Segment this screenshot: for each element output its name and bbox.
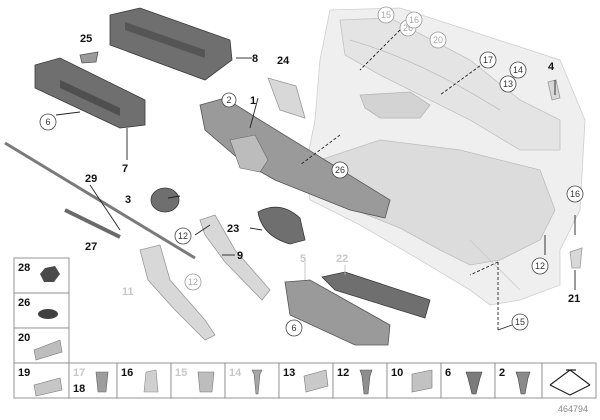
box-label-17: 17 <box>73 367 85 379</box>
callout-11: 11 <box>122 286 134 298</box>
svg-text:6: 6 <box>45 117 50 127</box>
clip-icon <box>33 339 63 361</box>
side-column-boxes: 28 26 20 19 <box>13 257 70 399</box>
callout-circle-17: 17 <box>479 51 497 69</box>
part-4-clip <box>547 79 561 101</box>
svg-text:26: 26 <box>403 23 413 33</box>
callout-5: 5 <box>300 253 306 265</box>
callout-23: 23 <box>227 223 239 235</box>
callout-9: 9 <box>237 250 243 262</box>
hex-screw-icon <box>515 371 531 395</box>
part-8-grille <box>109 7 233 81</box>
part-9-bracket <box>199 214 271 301</box>
box-label-14: 14 <box>229 367 242 379</box>
diagram-number: 464794 <box>558 404 588 414</box>
callout-circle-14: 14 <box>509 61 527 79</box>
part-1-trim-strip <box>199 97 391 219</box>
svg-text:15: 15 <box>381 10 391 20</box>
box-label-28: 28 <box>18 262 30 274</box>
box-label-18: 18 <box>73 383 85 395</box>
svg-text:2: 2 <box>226 95 231 105</box>
svg-text:26: 26 <box>335 165 345 175</box>
box-label-13: 13 <box>283 367 295 379</box>
box-label-19: 19 <box>18 367 30 379</box>
callout-circle-15a: 15 <box>377 6 395 24</box>
callout-circle-2: 2 <box>221 92 237 108</box>
svg-text:16: 16 <box>570 189 580 199</box>
callout-circle-16a: 16 <box>405 11 423 29</box>
box-label-12: 12 <box>337 367 349 379</box>
callout-24: 24 <box>277 55 290 67</box>
svg-text:17: 17 <box>483 55 493 65</box>
svg-text:15: 15 <box>515 317 525 327</box>
callout-3: 3 <box>125 194 131 206</box>
callout-29: 29 <box>85 173 97 185</box>
callout-8: 8 <box>252 53 258 65</box>
svg-text:12: 12 <box>535 261 545 271</box>
bottom-row-boxes: 17 18 16 15 14 13 12 10 6 2 <box>68 362 597 399</box>
callout-circle-12c: 12 <box>531 257 549 275</box>
callouts: 8 25 24 7 1 3 29 27 23 9 4 21 5 22 11 15… <box>39 6 584 337</box>
callout-25: 25 <box>80 33 92 45</box>
svg-text:12: 12 <box>178 231 188 241</box>
part-3-cover <box>150 187 180 213</box>
callout-circle-13: 13 <box>499 75 517 93</box>
callout-27: 27 <box>85 241 97 253</box>
part-11-handle <box>139 244 216 341</box>
leader-lines <box>55 29 576 331</box>
expansion-clip-icon <box>143 369 159 393</box>
callout-circle-15b: 15 <box>511 313 529 331</box>
svg-text:14: 14 <box>513 65 523 75</box>
part-6-pad <box>284 279 391 346</box>
orientation-arrow-icon <box>549 369 591 396</box>
part-25-clip <box>79 51 99 64</box>
part-7-grille <box>34 57 146 129</box>
flange-screw-icon <box>465 371 483 395</box>
bracket-icon <box>33 377 63 397</box>
callout-circle-6b: 6 <box>285 319 303 337</box>
svg-text:13: 13 <box>503 79 513 89</box>
part-22-pad <box>321 271 431 319</box>
callout-circle-12b: 12 <box>184 273 202 291</box>
clip-nut-icon <box>197 371 215 393</box>
washer-icon <box>38 309 58 319</box>
callout-circle-12a: 12 <box>174 227 192 245</box>
callout-7: 7 <box>122 163 128 175</box>
svg-text:16: 16 <box>409 15 419 25</box>
svg-text:6: 6 <box>291 323 296 333</box>
box-label-2: 2 <box>499 367 505 379</box>
box-label-20: 20 <box>18 332 30 344</box>
part-24-plate <box>267 77 306 119</box>
screw-plug-icon <box>95 371 109 393</box>
svg-text:12: 12 <box>188 277 198 287</box>
connector-clip-icon <box>411 369 433 393</box>
callout-22: 22 <box>336 253 348 265</box>
part-23-cover <box>257 206 306 245</box>
part-21-clip <box>569 247 583 269</box>
box-label-16: 16 <box>121 367 133 379</box>
callout-4: 4 <box>548 61 555 73</box>
bolt-icon <box>359 369 373 395</box>
box-label-26: 26 <box>18 297 30 309</box>
box-label-6: 6 <box>445 367 451 379</box>
callout-1: 1 <box>250 95 256 107</box>
box-label-15: 15 <box>175 367 187 379</box>
spring-clip-icon <box>303 369 329 393</box>
callout-circle-6a: 6 <box>39 113 57 131</box>
callout-circle-20: 20 <box>429 31 447 49</box>
callout-circle-26b: 26 <box>331 161 349 179</box>
nut-icon <box>40 266 60 282</box>
part-27-strip <box>64 208 121 239</box>
callout-21: 21 <box>568 293 580 305</box>
box-label-10: 10 <box>391 367 403 379</box>
screw-icon <box>251 369 263 395</box>
callout-circle-16b: 16 <box>566 185 584 203</box>
svg-text:20: 20 <box>433 35 443 45</box>
